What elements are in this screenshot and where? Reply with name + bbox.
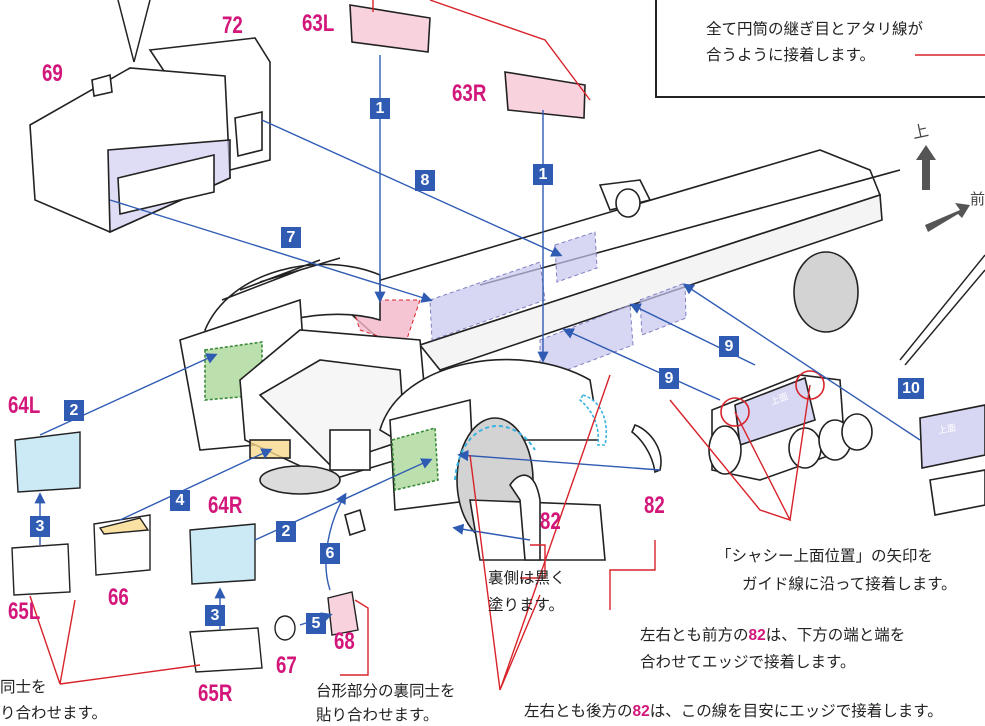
part-label-64L: 64L [8, 392, 41, 419]
parts-left-column [11, 431, 151, 596]
part-label-64R: 64R [208, 492, 243, 519]
step-badge-1-right: 1 [533, 164, 553, 185]
part-label-72: 72 [222, 12, 243, 39]
box-note-line2: 合うように接着します。 [706, 46, 875, 64]
step-badge-1-left: 1 [370, 98, 390, 119]
step-badge-9-lower: 9 [659, 368, 679, 389]
step-badge-8: 8 [415, 170, 435, 191]
part-label-65L: 65L [8, 598, 41, 625]
step-badge-9-upper: 9 [719, 336, 739, 357]
part-label-63L: 63L [302, 10, 335, 37]
chassis-note-line2: ガイド線に沿って接着します。 [742, 575, 957, 593]
parts-center-column [189, 523, 359, 673]
step-badge-2-left: 2 [64, 400, 84, 421]
right-callout-lines [899, 254, 985, 366]
tanks-69-72 [29, 37, 271, 234]
part-label-66: 66 [108, 584, 129, 611]
back-note-line2: 貼り合わせます。 [316, 706, 439, 724]
part-label-65R: 65R [198, 680, 233, 707]
right-fender [344, 358, 606, 561]
step-badge-5: 5 [306, 613, 326, 634]
left-note-line1: 同士を [0, 678, 47, 696]
part-label-67: 67 [276, 652, 297, 679]
instruction-box [655, 0, 985, 98]
step-badge-6: 6 [320, 543, 340, 564]
back-note-line1: 台形部分の裏同士を [316, 682, 456, 700]
black-note-line1: 裏側は黒く [488, 569, 566, 587]
step-badge-2-right: 2 [276, 521, 296, 542]
step-badge-4: 4 [170, 490, 190, 511]
part-label-82-center: 82 [540, 508, 561, 535]
left-note-line2: り合わせます。 [0, 704, 107, 722]
front-direction-label: 前 [970, 190, 985, 208]
rear82-note: 左右とも後方の82は、この線を目安にエッジで接着します。 [524, 702, 943, 720]
step-badge-10: 10 [898, 378, 924, 399]
red-leader-lines [29, 0, 985, 691]
spare-wheel-assembly [708, 370, 873, 481]
part-label-82-right: 82 [644, 492, 665, 519]
step-badge-7: 7 [281, 227, 301, 248]
blue-guide-lines [34, 55, 921, 630]
chassis-tints [429, 231, 687, 381]
right-edge-part [919, 404, 985, 516]
front82-note-line1: 左右とも前方の82は、下方の端と端を [640, 626, 906, 644]
rear-wheel [793, 251, 859, 333]
direction-arrows [916, 145, 970, 232]
box-note-line1: 全て円筒の継ぎ目とアタリ線が [706, 20, 924, 38]
part-label-63R: 63R [452, 80, 487, 107]
black-note-line2: 塗ります。 [488, 596, 564, 614]
prisms-63 [349, 4, 586, 119]
top-callout-lines [117, 0, 151, 63]
part-label-68: 68 [334, 628, 355, 655]
step-badge-3-right: 3 [205, 605, 225, 626]
chassis-note-line1: 「シャシー上面位置」の矢印を [716, 547, 934, 565]
step-badge-3-left: 3 [30, 516, 50, 537]
part-label-69: 69 [42, 60, 63, 87]
front82-note-line2: 合わせてエッジで接着します。 [640, 653, 856, 671]
fender-arcs-82 [509, 394, 662, 561]
